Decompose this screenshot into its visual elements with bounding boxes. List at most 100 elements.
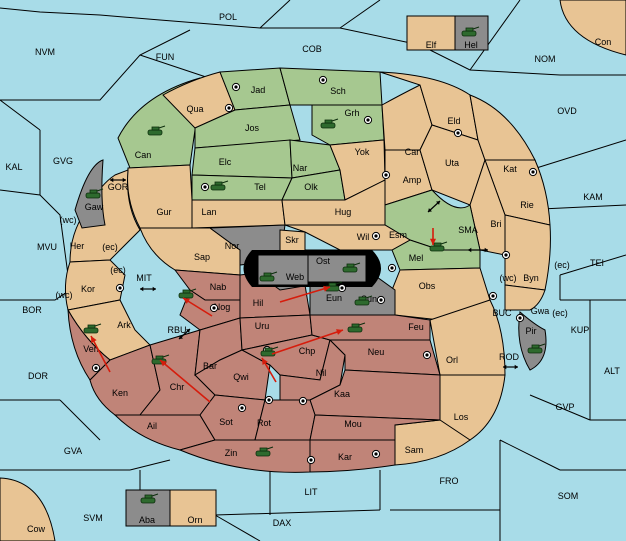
- move-arrow: [271, 329, 344, 355]
- label-ec: (ec): [552, 308, 568, 318]
- boat-icon[interactable]: [85, 188, 104, 199]
- label-nog: Nog: [214, 302, 231, 312]
- tank-icon[interactable]: [354, 295, 373, 306]
- label-zin: Zin: [225, 448, 238, 458]
- region-jos[interactable]: [194, 104, 301, 149]
- supply-center-icon: [224, 103, 234, 113]
- label-wil: Wil: [357, 232, 370, 242]
- label-qwi: Qwi: [233, 372, 249, 382]
- label-yok: Yok: [355, 147, 370, 157]
- label-bar: Bar: [203, 361, 217, 371]
- region-pir[interactable]: [518, 311, 547, 371]
- supply-center-icon: [337, 283, 347, 293]
- label-cow: Cow: [27, 524, 46, 534]
- label-sap: Sap: [194, 252, 210, 262]
- label-jad: Jad: [251, 85, 266, 95]
- region-her[interactable]: [69, 169, 141, 263]
- label-svm: SVM: [83, 513, 103, 523]
- label-fun: FUN: [156, 52, 175, 62]
- label-wc: (wc): [60, 215, 77, 225]
- label-sun: Sun: [361, 294, 377, 304]
- tank-icon[interactable]: [83, 323, 102, 334]
- region-gur[interactable]: [127, 164, 193, 229]
- boat-icon[interactable]: [140, 493, 159, 504]
- label-dor: DOR: [28, 371, 49, 381]
- supply-center-icon: [306, 455, 316, 465]
- supply-center-icon: [298, 396, 308, 406]
- boat-icon[interactable]: [527, 343, 546, 354]
- label-gvg: GVG: [53, 156, 73, 166]
- label-kam: KAM: [583, 192, 603, 202]
- double-arrow-icon: [178, 328, 191, 340]
- label-kaa: Kaa: [334, 389, 350, 399]
- tank-icon[interactable]: [342, 262, 361, 273]
- label-buc: BUC: [492, 308, 512, 318]
- supply-center-icon: [371, 449, 381, 459]
- region-kar[interactable]: [309, 439, 396, 473]
- supply-center-icon: [381, 170, 391, 180]
- label-pol: POL: [219, 12, 237, 22]
- tank-icon[interactable]: [178, 288, 197, 299]
- label-nil: Nil: [316, 368, 327, 378]
- label-nom: NOM: [535, 54, 556, 64]
- supply-center-icon: [453, 128, 463, 138]
- tank-icon[interactable]: [429, 241, 448, 252]
- supply-center-icon: [515, 313, 525, 323]
- label-amp: Amp: [403, 175, 422, 185]
- label-orn: Orn: [187, 515, 202, 525]
- tank-icon[interactable]: [255, 446, 274, 457]
- label-hug: Hug: [335, 207, 352, 217]
- supply-center-icon: [91, 363, 101, 373]
- supply-center-icon: [371, 231, 381, 241]
- double-arrow-icon: [110, 177, 126, 183]
- label-hil: Hil: [253, 298, 264, 308]
- label-aba: Aba: [139, 515, 155, 525]
- supply-center-icon: [237, 403, 247, 413]
- label-mel: Mel: [409, 253, 424, 263]
- label-lan: Lan: [201, 207, 216, 217]
- label-ec: (ec): [110, 265, 126, 275]
- label-gor: GOR: [108, 182, 129, 192]
- label-neu: Neu: [368, 347, 385, 357]
- supply-center-icon: [422, 350, 432, 360]
- label-can: Can: [135, 150, 152, 160]
- label-nar: Nar: [293, 163, 308, 173]
- region-elf[interactable]: [406, 15, 456, 51]
- label-rod: ROD: [499, 352, 520, 362]
- double-arrow-icon: [503, 364, 518, 370]
- label-elf: Elf: [426, 40, 437, 50]
- label-ken: Ken: [112, 388, 128, 398]
- region-orn[interactable]: [169, 489, 217, 527]
- supply-center-icon: [387, 263, 397, 273]
- move-arrow: [279, 285, 331, 303]
- move-arrow: [159, 359, 211, 403]
- supply-center-icon: [318, 75, 328, 85]
- label-rot: Rot: [257, 418, 272, 428]
- label-gur: Gur: [156, 207, 171, 217]
- move-arrows-layer: [90, 228, 437, 403]
- label-ven: Ven: [83, 344, 99, 354]
- label-mit: MIT: [136, 273, 152, 283]
- tank-icon[interactable]: [259, 271, 278, 282]
- label-uta: Uta: [445, 158, 459, 168]
- label-nab: Nab: [210, 282, 227, 292]
- boat-icon[interactable]: [461, 26, 480, 37]
- supply-center-icon: [264, 395, 274, 405]
- label-kat: Kat: [503, 164, 517, 174]
- tank-icon[interactable]: [147, 125, 166, 136]
- label-chp: Chp: [299, 346, 316, 356]
- label-gwa: Gwa: [531, 306, 550, 316]
- region-sam[interactable]: [394, 419, 471, 466]
- tank-icon[interactable]: [210, 180, 229, 191]
- label-eun: Eun: [326, 293, 342, 303]
- label-ovd: OVD: [557, 106, 577, 116]
- tank-icon[interactable]: [347, 322, 366, 333]
- region-gwa[interactable]: [504, 284, 546, 311]
- label-obs: Obs: [419, 281, 436, 291]
- label-dax: DAX: [273, 518, 292, 528]
- tank-icon[interactable]: [320, 118, 339, 129]
- region-kor[interactable]: [64, 259, 126, 311]
- label-orl: Orl: [446, 355, 458, 365]
- label-gvp: GVP: [555, 402, 574, 412]
